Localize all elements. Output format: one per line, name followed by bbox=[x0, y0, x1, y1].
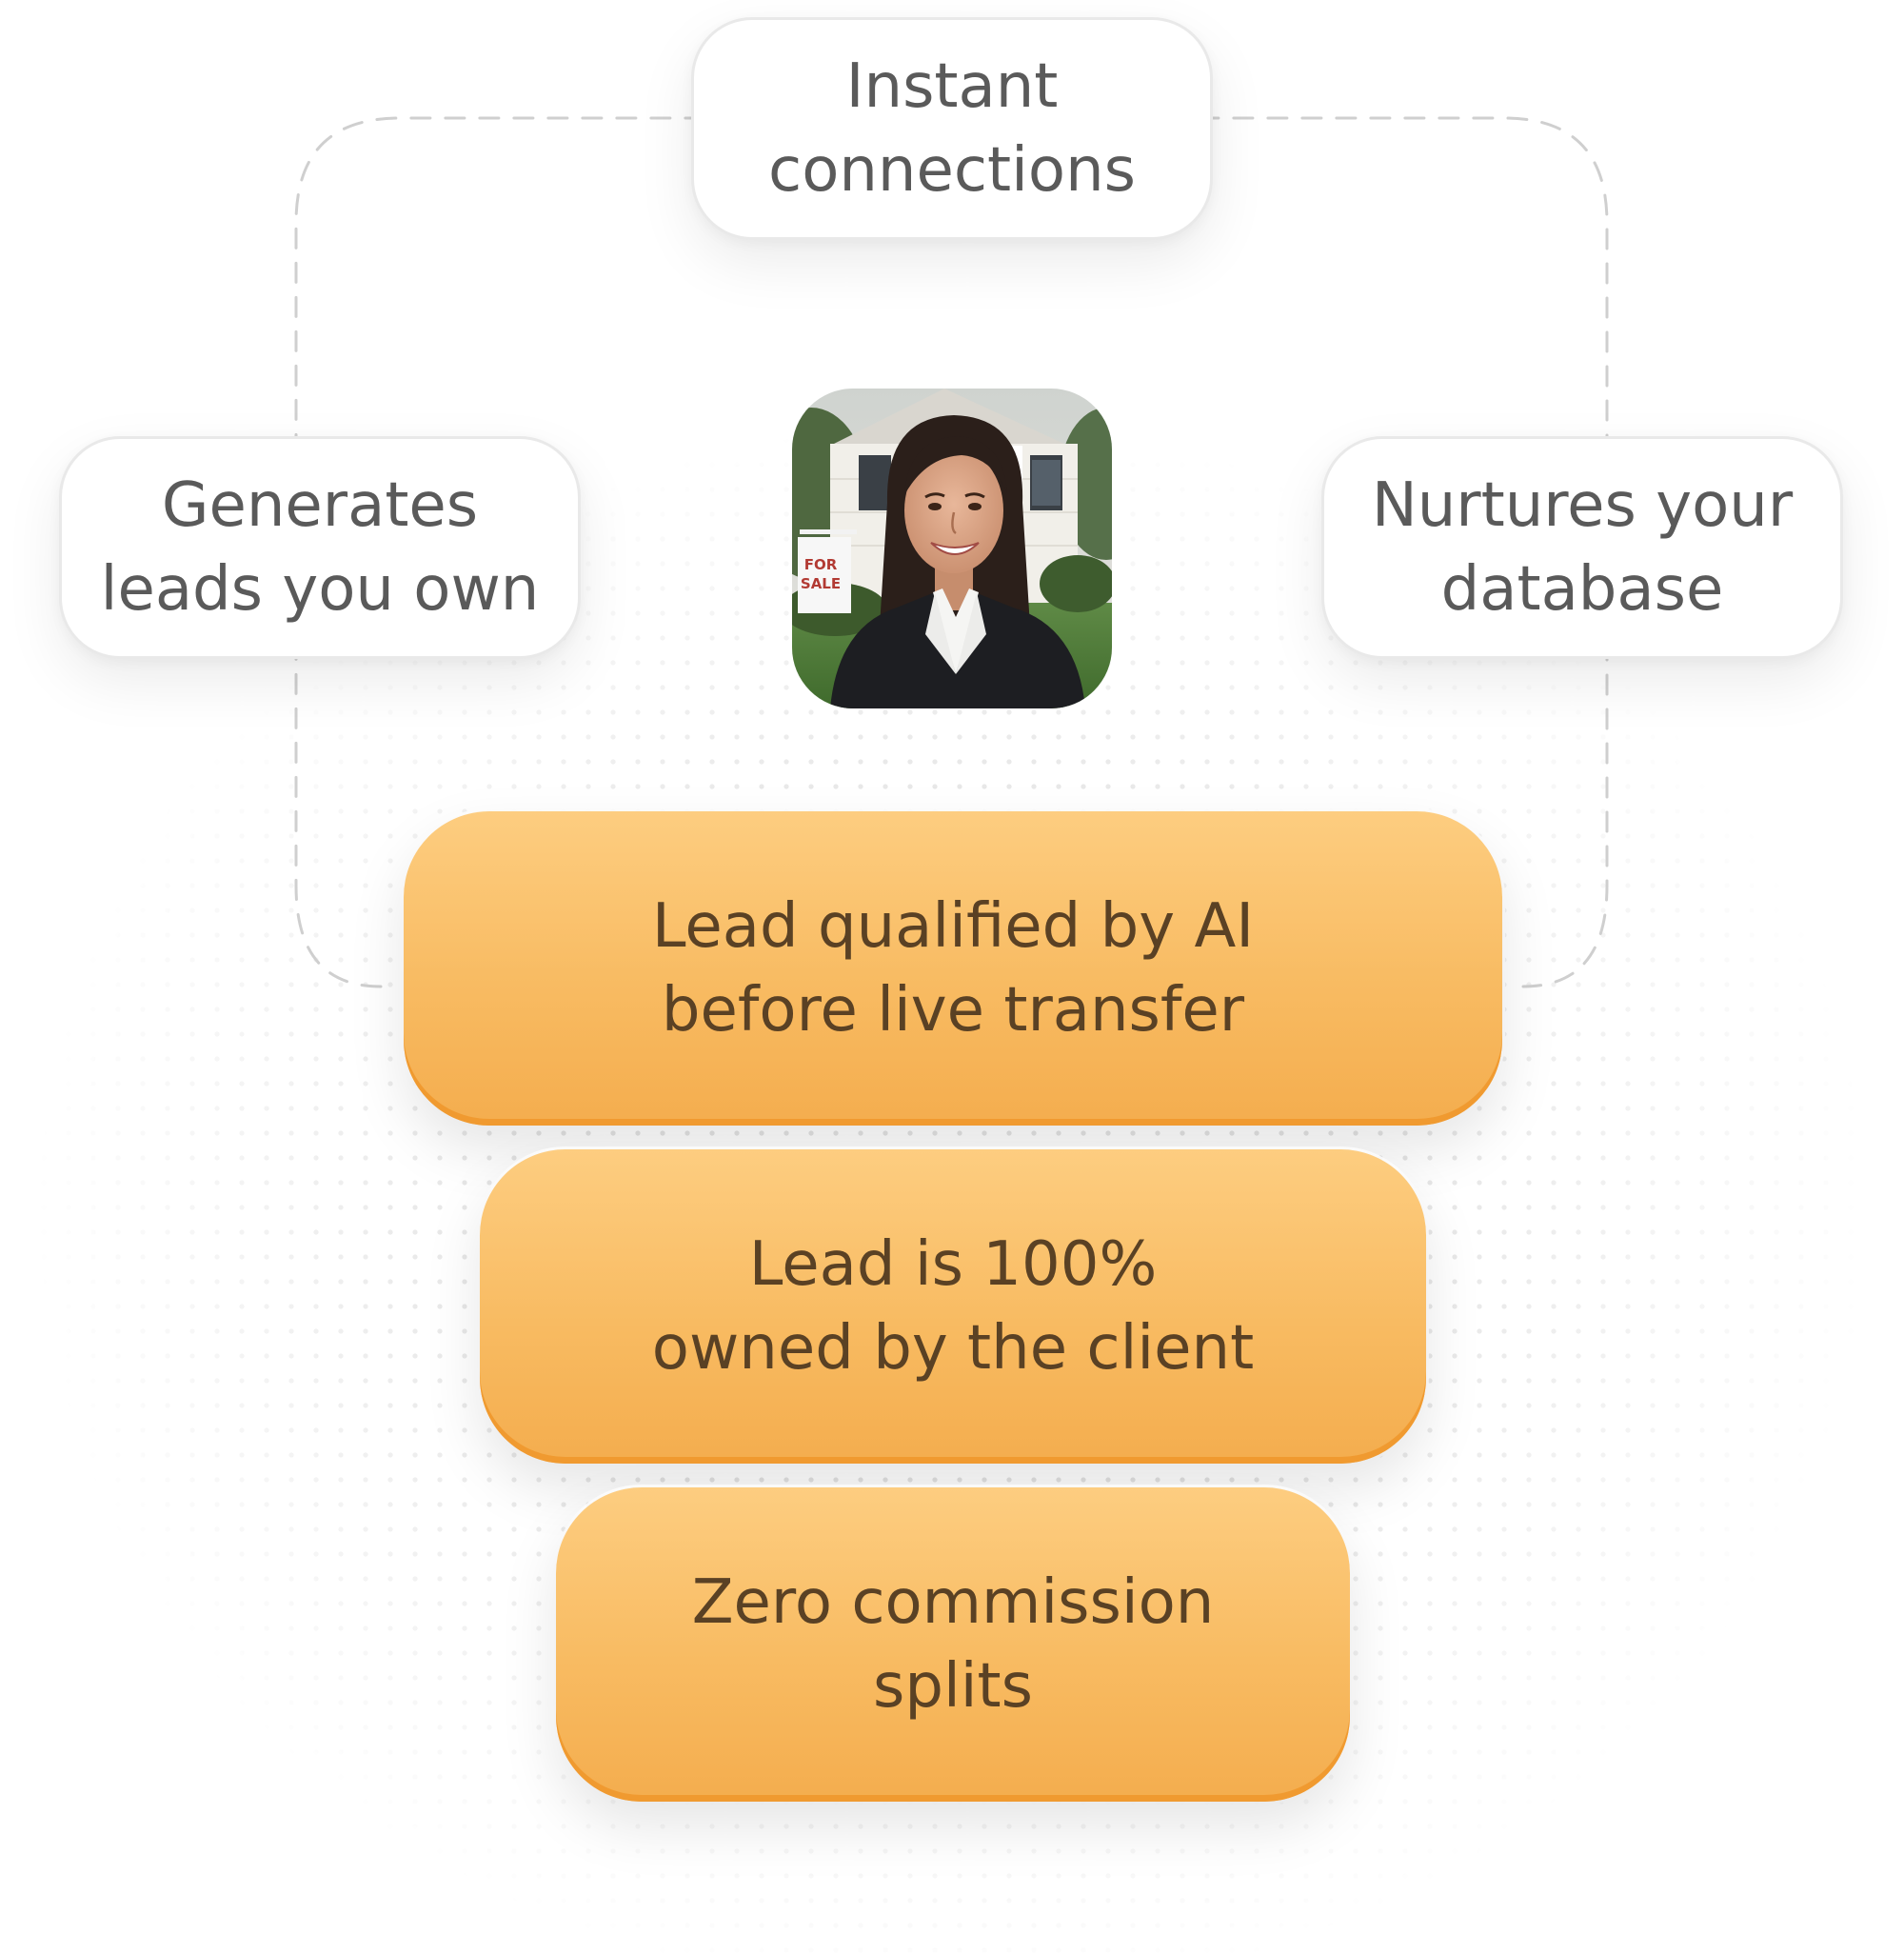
lead-qualified-line-1: Lead qualified by AI bbox=[651, 891, 1255, 962]
instant-connections-pill: Instant connections bbox=[691, 17, 1213, 240]
generates-leads-pill: Generates leads you own bbox=[59, 436, 581, 659]
zero-commission-card: Zero commission splits bbox=[556, 1487, 1350, 1802]
sign-line-1: FOR bbox=[804, 556, 838, 573]
nurtures-database-line-1: Nurtures your bbox=[1371, 470, 1794, 541]
lead-owned-line-1: Lead is 100% bbox=[748, 1229, 1158, 1300]
zero-commission-line-1: Zero commission bbox=[691, 1567, 1215, 1638]
instant-connections-line-1: Instant bbox=[845, 51, 1059, 122]
generates-leads-line-2: leads you own bbox=[100, 554, 540, 625]
lead-qualified-line-2: before live transfer bbox=[661, 975, 1245, 1046]
instant-connections-line-2: connections bbox=[768, 135, 1136, 206]
lead-owned-card: Lead is 100% owned by the client bbox=[480, 1149, 1426, 1464]
lead-qualified-card: Lead qualified by AI before live transfe… bbox=[404, 811, 1502, 1126]
agent-avatar: FOR SALE bbox=[792, 389, 1112, 708]
sign-line-2: SALE bbox=[801, 575, 841, 592]
agent-portrait-illustration: FOR SALE bbox=[792, 389, 1112, 708]
lead-owned-line-2: owned by the client bbox=[651, 1313, 1255, 1384]
generates-leads-line-1: Generates bbox=[161, 470, 479, 541]
nurtures-database-pill: Nurtures your database bbox=[1321, 436, 1843, 659]
nurtures-database-line-2: database bbox=[1440, 554, 1724, 625]
zero-commission-line-2: splits bbox=[873, 1651, 1033, 1722]
